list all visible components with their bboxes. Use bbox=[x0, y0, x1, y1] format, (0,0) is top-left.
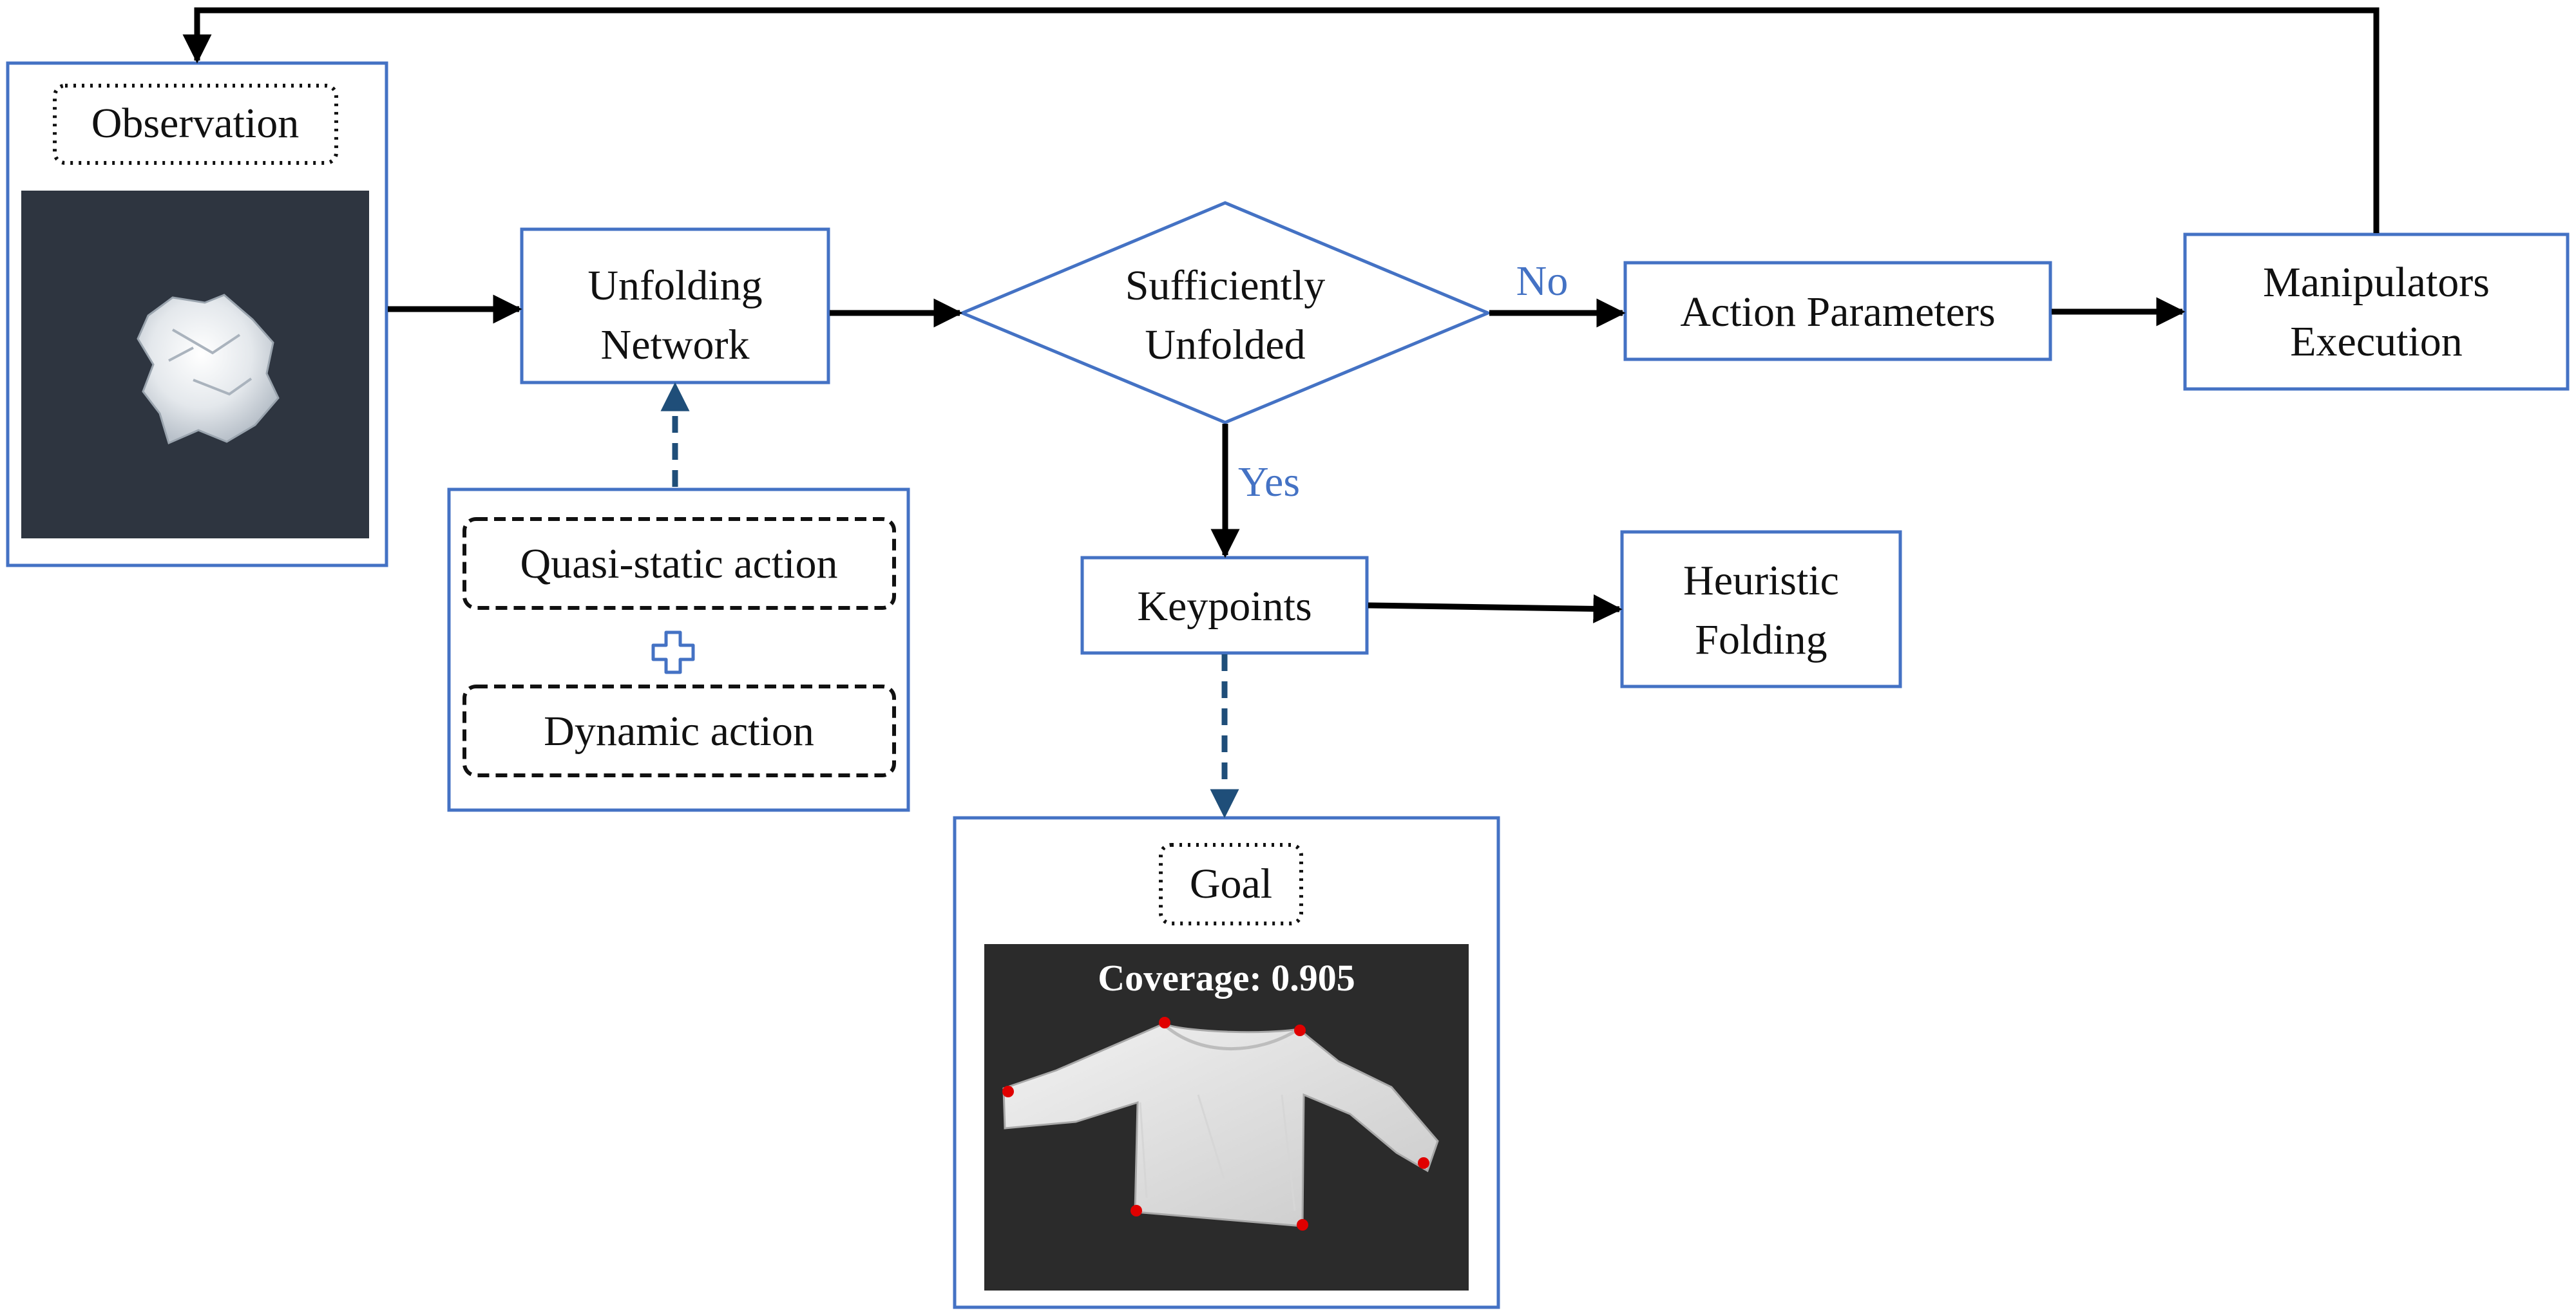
keypoint-marker bbox=[1418, 1157, 1429, 1169]
keypoint-marker bbox=[1002, 1086, 1014, 1097]
heuristic-folding-node: Heuristic Folding bbox=[1620, 530, 1902, 688]
action-parameters-node: Action Parameters bbox=[1623, 261, 2052, 361]
keypoint-markers bbox=[1002, 1017, 1429, 1231]
branch-label-yes: Yes bbox=[1238, 459, 1300, 506]
branch-label-no: No bbox=[1516, 258, 1569, 305]
action-types-panel: Quasi-static action Dynamic action bbox=[447, 487, 910, 812]
keypoint-marker bbox=[1131, 1205, 1142, 1216]
manipulators-execution-node: Manipulators Execution bbox=[2183, 232, 2570, 391]
crumpled-shirt-shape bbox=[137, 294, 280, 445]
decision-line1: Sufficiently bbox=[1125, 262, 1325, 309]
decision-node: Sufficiently Unfolded bbox=[958, 201, 1493, 424]
unfolding-network-line2: Network bbox=[601, 321, 750, 368]
arrow-feedback-loop bbox=[182, 7, 2380, 233]
unfolding-network-node: Unfolding Network bbox=[520, 227, 830, 384]
observation-label-frame bbox=[53, 84, 338, 165]
observation-image bbox=[21, 191, 369, 538]
plus-icon bbox=[651, 630, 695, 674]
heuristic-folding-line2: Folding bbox=[1695, 616, 1827, 663]
keypoint-marker bbox=[1159, 1017, 1170, 1028]
quasi-static-action-label: Quasi-static action bbox=[520, 540, 837, 587]
manipulators-line2: Execution bbox=[2290, 318, 2463, 365]
keypoints-label: Keypoints bbox=[1137, 583, 1312, 630]
goal-image: Coverage: 0.905 bbox=[984, 944, 1469, 1291]
keypoint-marker bbox=[1297, 1219, 1308, 1231]
observation-panel: Observation bbox=[6, 61, 388, 567]
unfolding-network-line1: Unfolding bbox=[587, 262, 762, 309]
quasi-static-frame bbox=[463, 517, 896, 610]
heuristic-folding-line1: Heuristic bbox=[1683, 557, 1839, 604]
coverage-text: Coverage: 0.905 bbox=[1098, 957, 1355, 999]
keypoint-marker bbox=[1294, 1025, 1306, 1036]
keypoints-node: Keypoints bbox=[1080, 556, 1369, 655]
arrow-keypoints-to-heuristic-folding bbox=[1368, 594, 1623, 623]
manipulators-line1: Manipulators bbox=[2263, 259, 2490, 306]
action-parameters-label: Action Parameters bbox=[1680, 289, 1995, 336]
flow-arrows bbox=[182, 7, 2380, 818]
goal-label-frame bbox=[1159, 843, 1303, 925]
decision-line2: Unfolded bbox=[1145, 321, 1305, 368]
goal-panel: Goal Coverage: 0.905 bbox=[953, 816, 1500, 1309]
dynamic-action-frame bbox=[463, 685, 896, 777]
goal-label: Goal bbox=[1190, 860, 1272, 907]
dynamic-action-label: Dynamic action bbox=[544, 708, 814, 755]
observation-label: Observation bbox=[91, 100, 300, 147]
